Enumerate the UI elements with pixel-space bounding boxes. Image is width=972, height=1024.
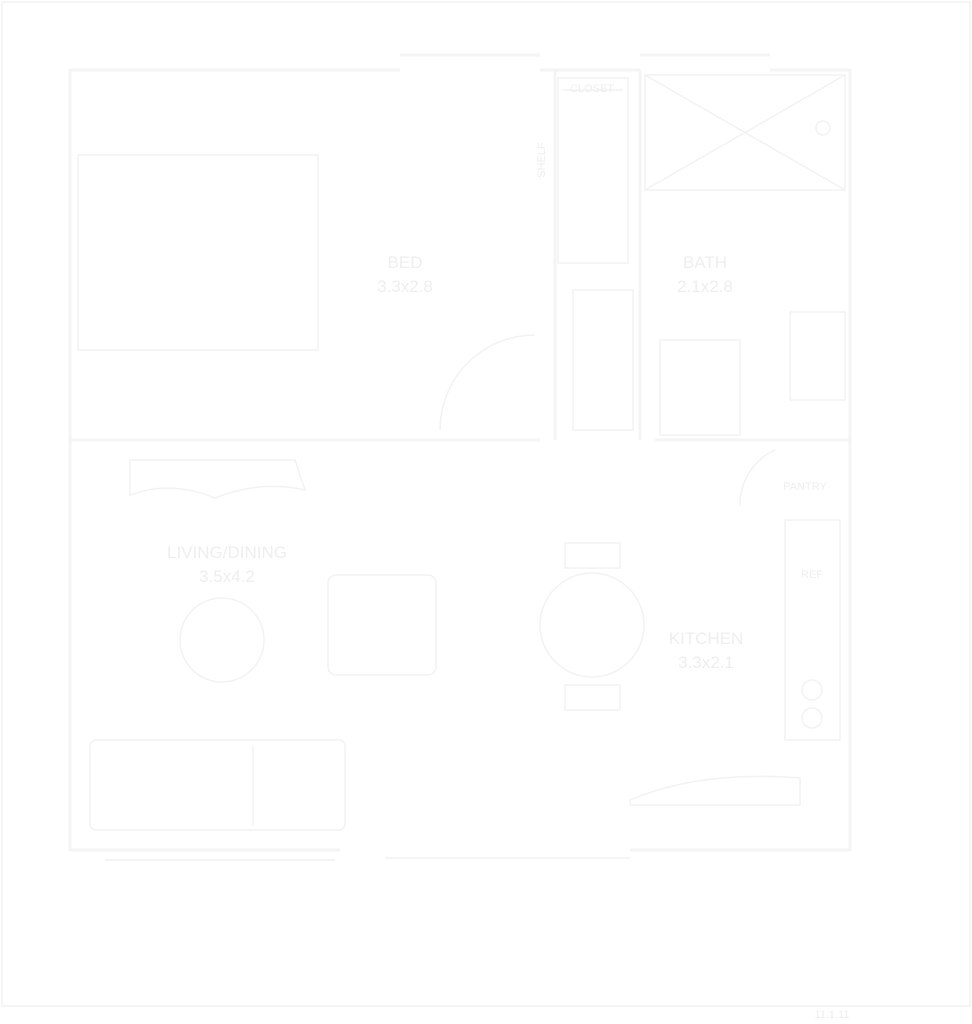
exterior-walls bbox=[68, 53, 852, 852]
pantry-door bbox=[739, 449, 776, 506]
linen-cabinet bbox=[572, 289, 634, 431]
closet bbox=[557, 77, 629, 264]
fridge-label: REF bbox=[801, 569, 823, 581]
hob-burner bbox=[801, 707, 823, 729]
room-size-kitchen: 3.3x2.1 bbox=[678, 653, 734, 672]
sofa bbox=[89, 739, 346, 831]
dining-table bbox=[539, 572, 645, 678]
room-name-bed: BED bbox=[388, 253, 423, 272]
toilet bbox=[789, 311, 846, 401]
coffee-table bbox=[327, 574, 437, 676]
room-size-bed: 3.3x2.8 bbox=[377, 277, 433, 296]
hob-burner bbox=[801, 679, 823, 701]
pantry-label: PANTRY bbox=[783, 481, 827, 493]
room-name-kitchen: KITCHEN bbox=[669, 629, 744, 648]
dining-chair-bottom bbox=[564, 684, 621, 711]
vanity bbox=[659, 339, 741, 436]
kitchen-bench bbox=[629, 775, 801, 806]
dining-chair-top bbox=[564, 542, 621, 569]
room-size-living: 3.5x4.2 bbox=[199, 567, 255, 586]
shelf-label: SHELF bbox=[536, 142, 548, 178]
kitchen-counter bbox=[784, 519, 841, 741]
room-name-bath: BATH bbox=[683, 253, 727, 272]
armchair bbox=[179, 597, 265, 683]
room-size-bath: 2.1x2.8 bbox=[677, 277, 733, 296]
footer-mark: 11.1.11 bbox=[814, 1009, 849, 1021]
interior-walls bbox=[70, 70, 850, 442]
curtain bbox=[129, 459, 307, 499]
bed-door bbox=[439, 334, 536, 431]
shower bbox=[644, 74, 846, 191]
bed bbox=[77, 154, 319, 351]
closet-label: CLOSET bbox=[570, 83, 614, 95]
room-name-living: LIVING/DINING bbox=[167, 543, 287, 562]
